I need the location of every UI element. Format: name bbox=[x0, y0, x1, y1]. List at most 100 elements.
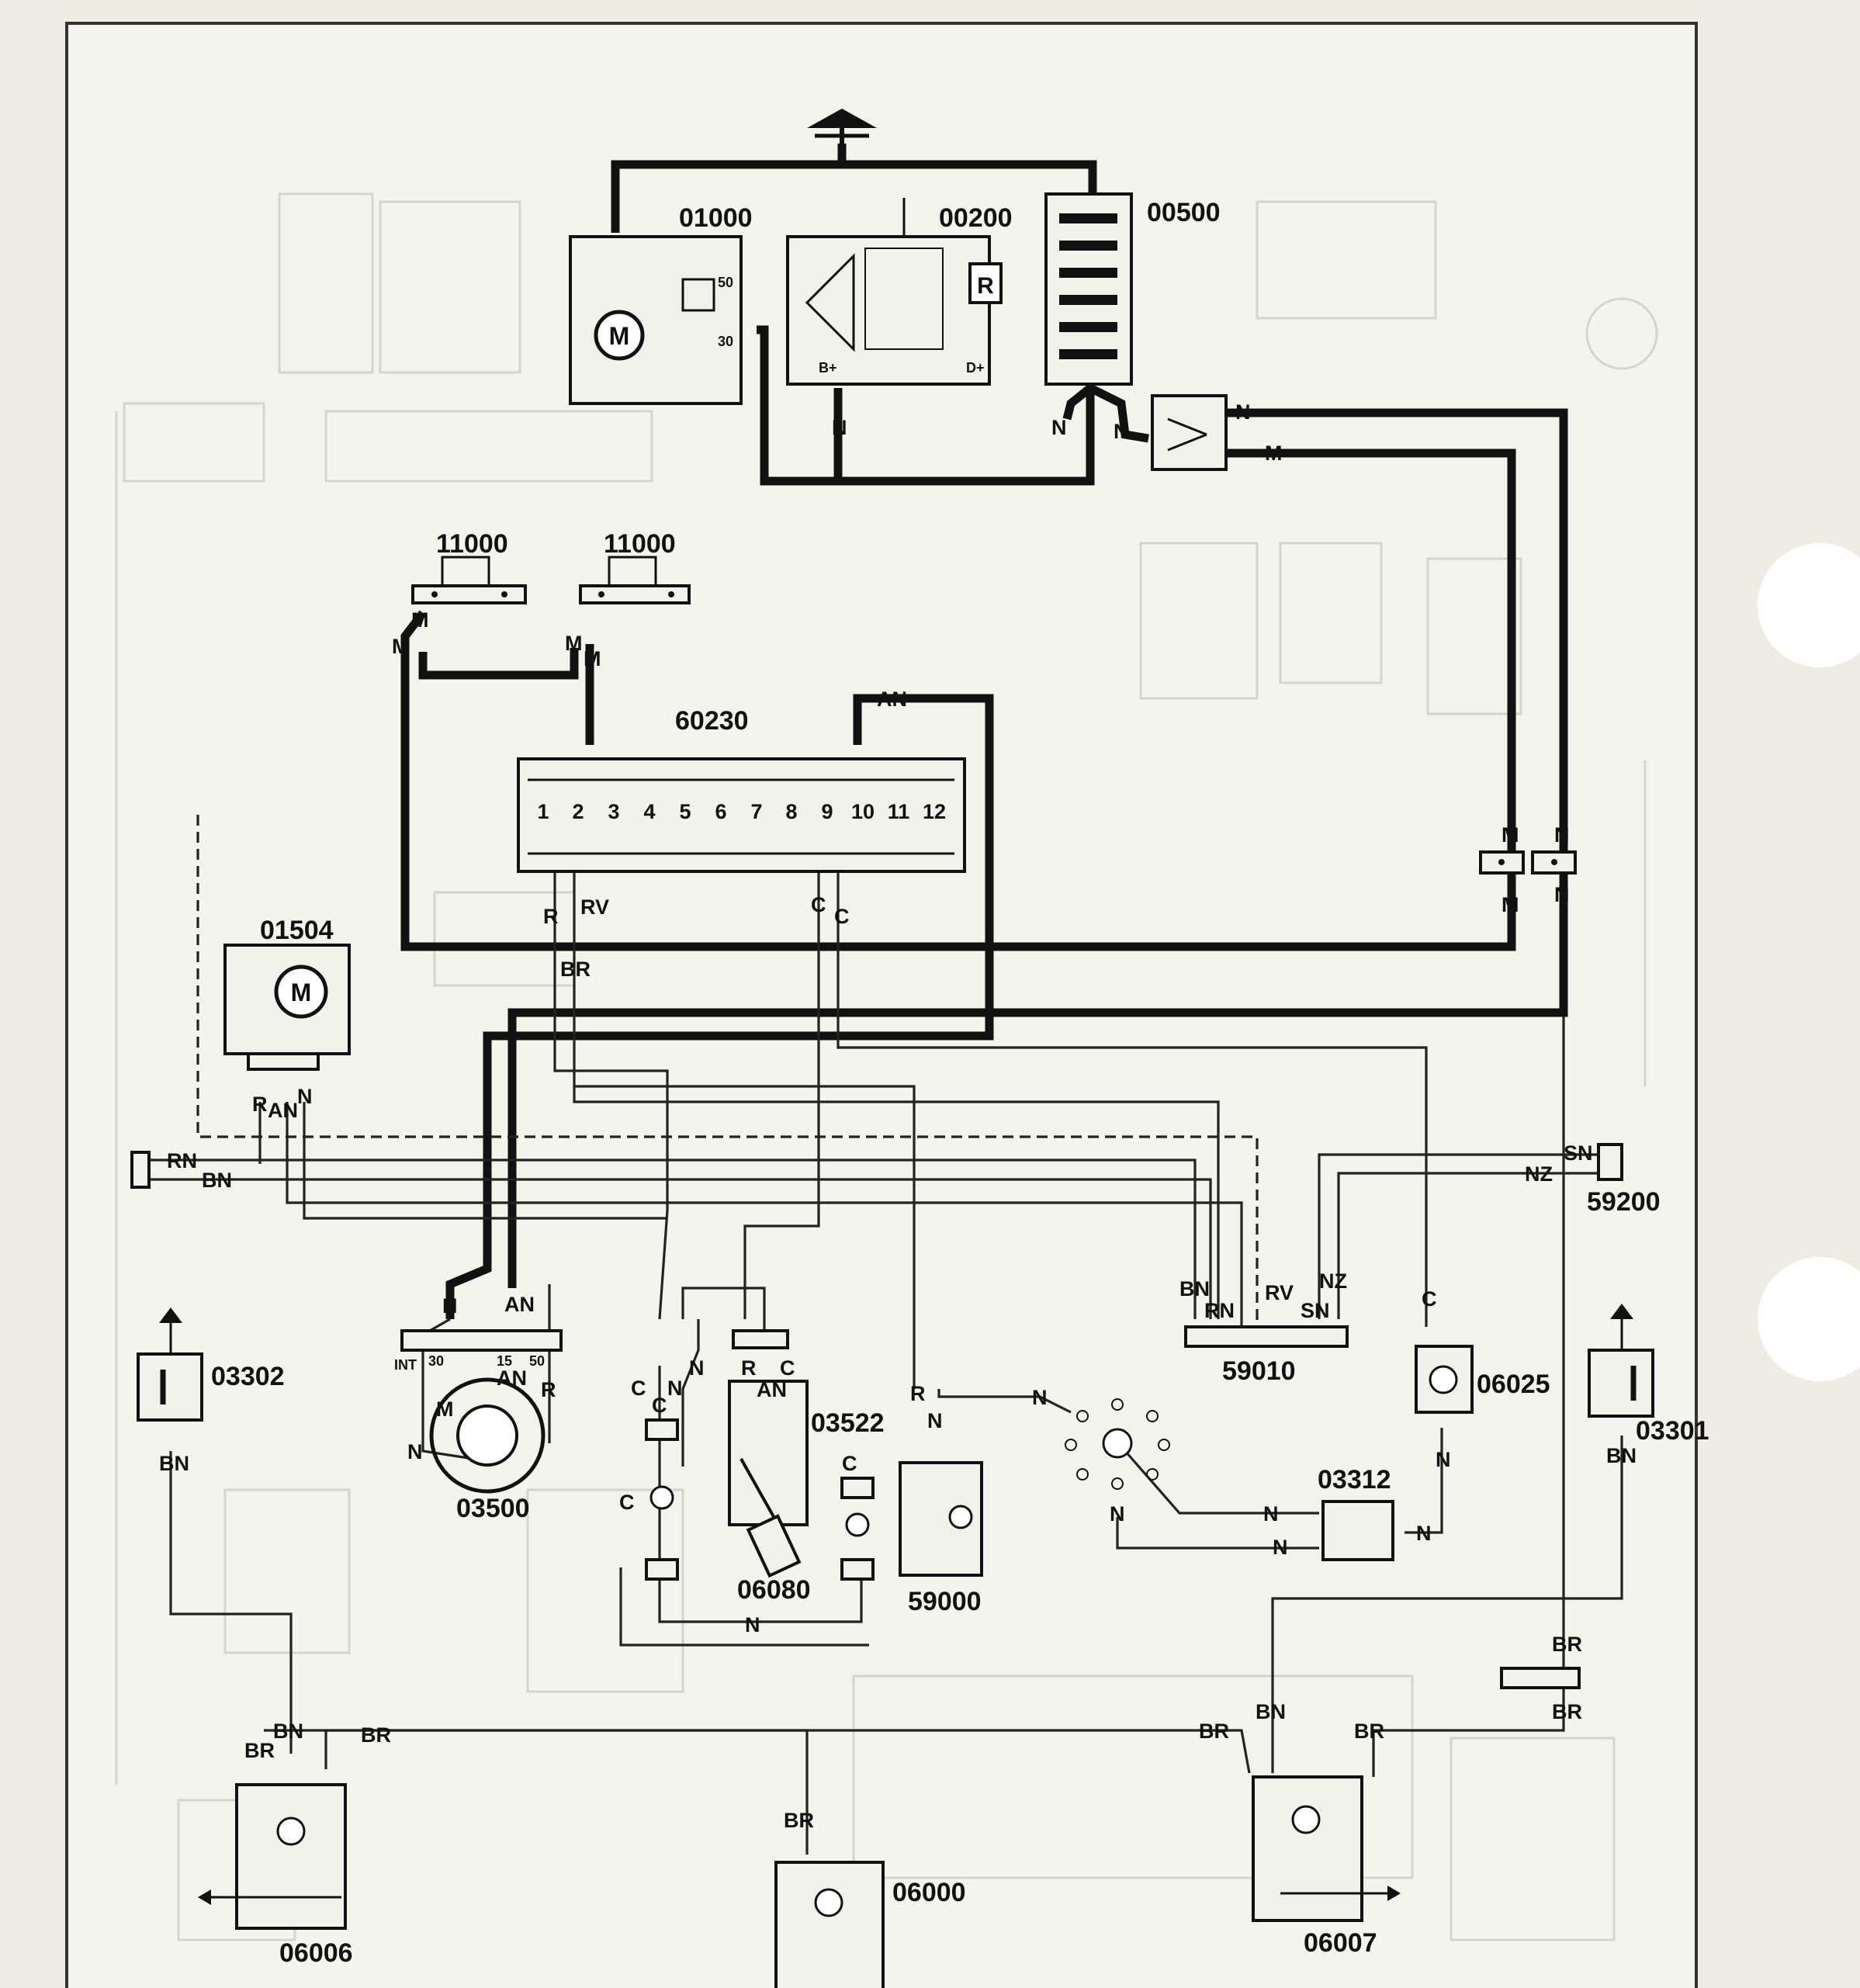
svg-text:AN: AN bbox=[497, 1366, 527, 1390]
svg-text:R: R bbox=[910, 1382, 926, 1405]
heavy-wires bbox=[400, 144, 1568, 1319]
ground-symbol-top bbox=[807, 109, 877, 144]
svg-text:03312: 03312 bbox=[1318, 1465, 1391, 1494]
svg-text:AN: AN bbox=[757, 1378, 787, 1401]
svg-text:06006: 06006 bbox=[279, 1938, 353, 1968]
connector-59200: 59200 bbox=[1587, 1143, 1661, 1217]
svg-text:M: M bbox=[1502, 823, 1519, 847]
svg-text:30: 30 bbox=[428, 1353, 444, 1369]
svg-text:R: R bbox=[252, 1093, 268, 1116]
horn-left: 11000 bbox=[411, 529, 527, 604]
svg-text:BR: BR bbox=[784, 1809, 814, 1832]
svg-text:M: M bbox=[436, 1397, 454, 1421]
svg-text:BN: BN bbox=[159, 1452, 189, 1475]
svg-text:BN: BN bbox=[1256, 1700, 1286, 1723]
svg-text:59200: 59200 bbox=[1587, 1187, 1661, 1217]
door-switch-right: 03301 bbox=[1588, 1304, 1709, 1446]
svg-text:C: C bbox=[811, 893, 826, 916]
svg-text:C: C bbox=[842, 1452, 857, 1475]
svg-text:N: N bbox=[1114, 420, 1129, 443]
switch-03312: 03312 bbox=[1318, 1465, 1394, 1561]
bleed-through-ghost bbox=[115, 192, 1658, 1941]
wire-labels: N N N N M M M M M AN R RV BR C C M N M N… bbox=[159, 400, 1637, 1832]
svg-text:4: 4 bbox=[643, 800, 655, 823]
svg-text:N: N bbox=[297, 1085, 313, 1108]
svg-text:N: N bbox=[1051, 416, 1067, 439]
svg-text:11000: 11000 bbox=[604, 529, 676, 559]
svg-text:RN: RN bbox=[1204, 1299, 1235, 1322]
svg-text:AN: AN bbox=[877, 687, 907, 711]
connector-right-M bbox=[1479, 850, 1525, 875]
horn-right: 11000 bbox=[579, 529, 691, 604]
svg-text:M: M bbox=[565, 632, 583, 655]
svg-text:10: 10 bbox=[851, 800, 875, 823]
svg-text:M: M bbox=[584, 647, 601, 670]
battery-label: 00500 bbox=[1147, 198, 1221, 227]
courtesy-lamp-left: 06006 bbox=[198, 1783, 353, 1968]
svg-text:R: R bbox=[977, 273, 994, 299]
battery: 00500 bbox=[1044, 192, 1221, 386]
starter-motor: M 50 30 01000 bbox=[569, 203, 753, 405]
svg-text:50: 50 bbox=[718, 275, 733, 290]
fuse-box: 60230 1 2 3 4 5 6 7 8 9 10 11 12 bbox=[517, 706, 966, 873]
svg-text:B+: B+ bbox=[819, 360, 837, 376]
svg-text:BR: BR bbox=[1552, 1633, 1582, 1656]
svg-text:INT: INT bbox=[394, 1357, 417, 1373]
svg-text:8: 8 bbox=[785, 800, 797, 823]
svg-text:N: N bbox=[667, 1377, 683, 1400]
courtesy-lamp-center: 06000 bbox=[774, 1861, 966, 1988]
svg-text:RN: RN bbox=[167, 1149, 197, 1172]
svg-text:BN: BN bbox=[1606, 1444, 1637, 1467]
svg-text:RV: RV bbox=[1265, 1281, 1294, 1304]
glovebox-lamp: 06080 bbox=[737, 1514, 811, 1605]
svg-text:C: C bbox=[1422, 1287, 1437, 1311]
svg-text:RV: RV bbox=[580, 895, 609, 919]
svg-text:M: M bbox=[609, 322, 630, 350]
ignition-switch-label: 03500 bbox=[456, 1494, 530, 1523]
svg-text:N: N bbox=[1554, 883, 1570, 906]
svg-text:15: 15 bbox=[497, 1353, 512, 1369]
fuse-numbers: 1 2 3 4 5 6 7 8 9 10 11 12 bbox=[537, 800, 946, 823]
svg-text:C: C bbox=[652, 1394, 667, 1417]
connector-right-N bbox=[1531, 850, 1577, 875]
svg-text:M: M bbox=[1502, 893, 1519, 916]
wiper-motor: M 01504 bbox=[223, 916, 351, 1071]
svg-text:BN: BN bbox=[273, 1720, 303, 1743]
svg-text:03522: 03522 bbox=[811, 1408, 885, 1438]
svg-text:BR: BR bbox=[1354, 1720, 1384, 1743]
svg-text:M: M bbox=[392, 635, 410, 658]
svg-text:N: N bbox=[1110, 1502, 1125, 1526]
fuse-box-label: 60230 bbox=[675, 706, 749, 736]
svg-text:R: R bbox=[543, 905, 559, 928]
binder-hole-top bbox=[1758, 543, 1860, 667]
lamp-pair-right bbox=[840, 1477, 875, 1581]
svg-text:C: C bbox=[834, 905, 850, 928]
connector-59010: 59010 bbox=[1184, 1325, 1349, 1386]
svg-text:11: 11 bbox=[888, 800, 910, 823]
svg-text:N: N bbox=[1416, 1522, 1432, 1545]
svg-text:N: N bbox=[1273, 1536, 1288, 1559]
svg-text:C: C bbox=[631, 1377, 646, 1400]
svg-text:30: 30 bbox=[718, 334, 733, 349]
svg-text:N: N bbox=[832, 416, 847, 439]
svg-text:BN: BN bbox=[202, 1169, 232, 1192]
svg-text:C: C bbox=[619, 1491, 635, 1514]
rotary-switch bbox=[1065, 1398, 1170, 1490]
starter-label: 01000 bbox=[679, 203, 753, 233]
svg-text:1: 1 bbox=[537, 800, 549, 823]
connector-left-rn-bn bbox=[130, 1151, 151, 1189]
lamp-06025: 06025 bbox=[1415, 1345, 1550, 1414]
svg-text:M: M bbox=[411, 608, 429, 632]
svg-text:R: R bbox=[541, 1378, 556, 1401]
svg-text:SN: SN bbox=[1564, 1141, 1593, 1165]
svg-text:50: 50 bbox=[529, 1353, 545, 1369]
svg-text:03301: 03301 bbox=[1636, 1416, 1709, 1446]
svg-text:12: 12 bbox=[923, 800, 946, 823]
svg-text:N: N bbox=[927, 1409, 943, 1432]
svg-text:7: 7 bbox=[750, 800, 762, 823]
svg-text:59010: 59010 bbox=[1222, 1356, 1296, 1386]
svg-text:BR: BR bbox=[560, 958, 591, 981]
svg-text:C: C bbox=[780, 1356, 795, 1380]
svg-text:D+: D+ bbox=[966, 360, 985, 376]
